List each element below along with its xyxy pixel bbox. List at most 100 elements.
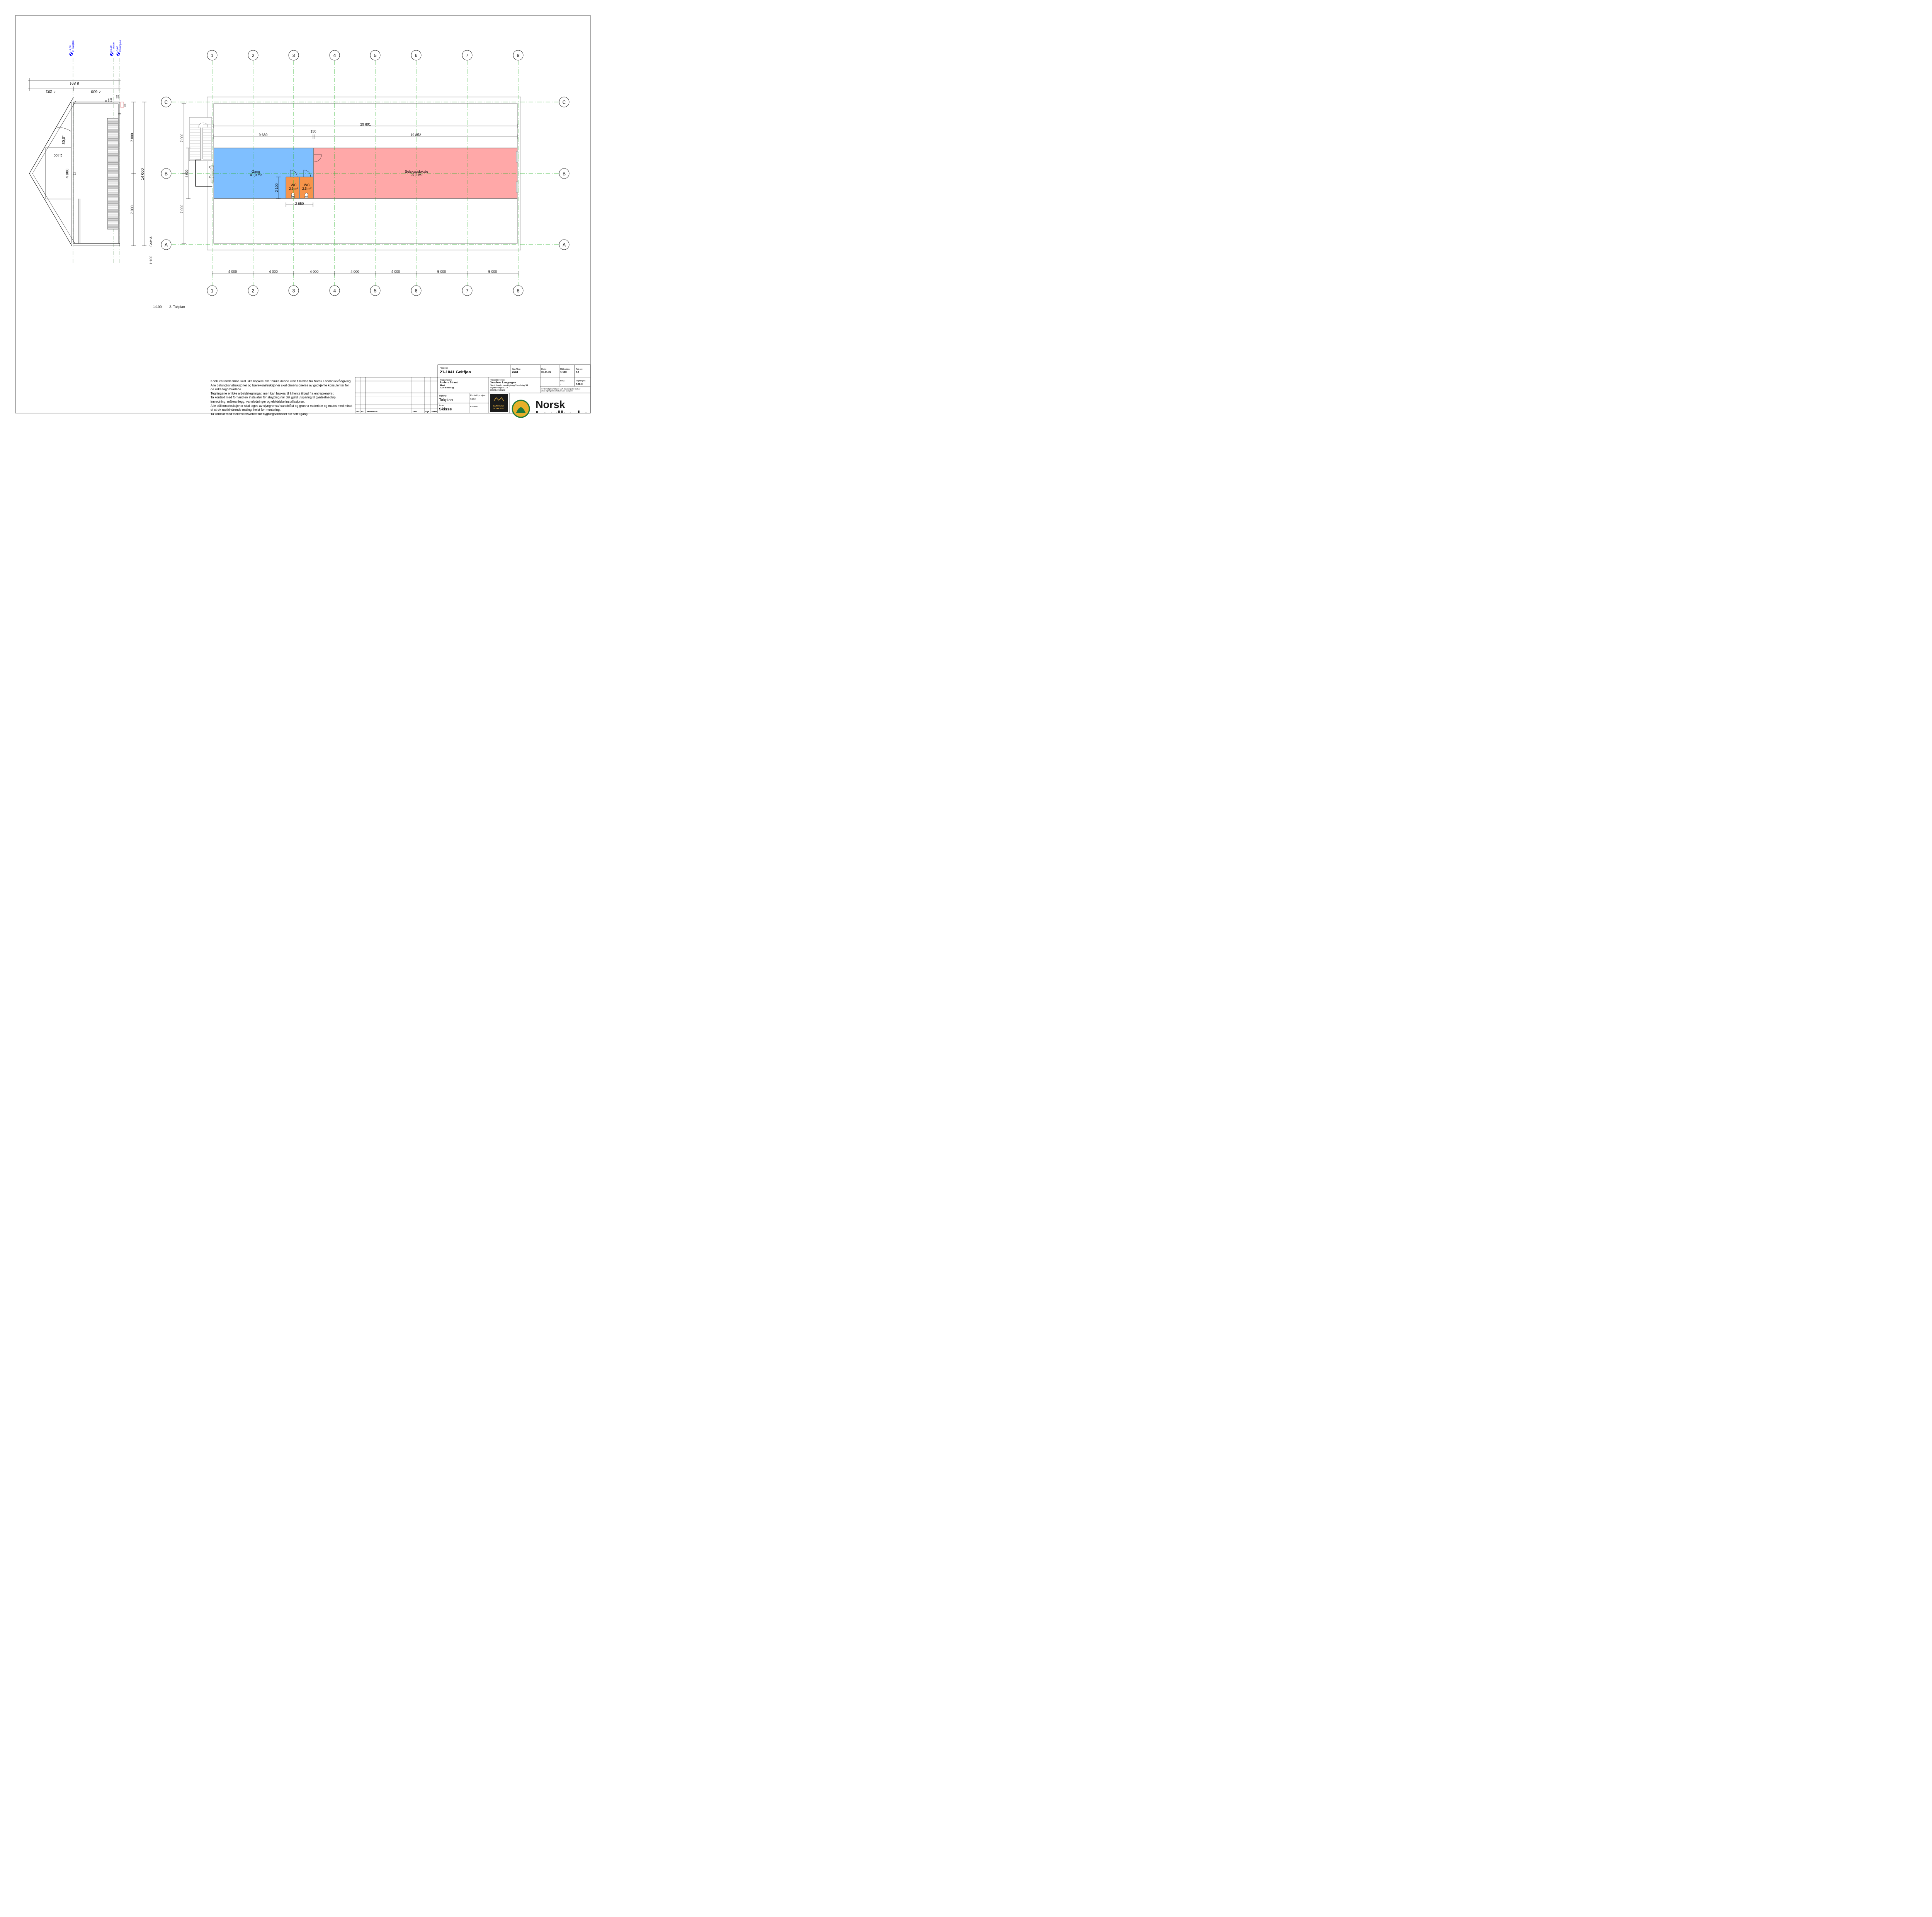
malestokk-label: Målestokk: <box>560 368 571 371</box>
grid-bubble <box>513 285 524 296</box>
gnr-value: 268/1 <box>512 371 519 374</box>
grid-spacing-label: 4 000 <box>228 270 237 274</box>
level-name: 2. Takplan <box>72 40 75 52</box>
room-area-selskapslokale: 97,3 m² <box>411 173 423 177</box>
grid-bubble <box>329 50 340 61</box>
note-line: Alle stålkonsrtruksjoner skal lages av s… <box>211 404 352 408</box>
small-dim: -0,85 <box>118 95 120 99</box>
prosjekt-label: Prosjekt: <box>440 367 448 369</box>
tegning-value: Takplan <box>439 398 453 402</box>
grid-bubble <box>161 168 172 179</box>
level-marker: +4,00 2. Takplan <box>69 40 75 56</box>
grid-column-label: 4 <box>333 288 336 294</box>
room-name-gang: Gang <box>252 170 260 173</box>
tegningnr-value: A20-3 <box>576 383 583 386</box>
grid-bubble <box>411 285 422 296</box>
grid-bubble <box>161 97 172 107</box>
general-notes: Konkurerrende firma skal ikke kopiere el… <box>211 379 355 416</box>
grid-bubble <box>411 50 422 61</box>
grid-column-label: 5 <box>374 53 377 58</box>
small-dim: 0,00 <box>110 98 112 102</box>
grid-column-label: 4 <box>333 53 336 58</box>
room-name-wc: WC <box>304 183 310 187</box>
grid-column-label: 3 <box>293 53 295 58</box>
grid-column-label: 8 <box>517 53 520 58</box>
dim-inner-height: 2 400 <box>54 153 63 157</box>
project-name: 21-1041 Geitfjøs <box>440 370 471 374</box>
grid-spacing-label: 4 000 <box>391 270 400 274</box>
grid-row-label: B <box>165 171 168 177</box>
small-dim: 150 <box>108 99 110 102</box>
grid-spacing-label: 4 000 <box>350 270 359 274</box>
roof-outline <box>29 97 74 246</box>
malestokk-value: 1:100 <box>560 371 567 374</box>
rev-label: Rev.: <box>560 380 565 382</box>
section-view: +4,00 2. Takplan ±0,00 1. etasje -0,60 G… <box>28 40 153 264</box>
plan-scale: 1:100 <box>153 305 162 309</box>
room-name-wc: WC <box>291 183 297 187</box>
badge-line2: GODKJENT <box>493 408 505 410</box>
grid-bubble <box>559 97 570 107</box>
grid-row-label: C <box>563 100 566 105</box>
dim-lower: 7 000 <box>130 206 134 214</box>
angle-arc <box>57 127 71 132</box>
copyright: disse tegningene er forbudt uten samtykk… <box>541 390 573 392</box>
grid-spacing-label: 5 000 <box>437 270 446 274</box>
section-scale: 1:100 <box>149 256 153 265</box>
grid-row-label: A <box>563 242 566 248</box>
level-marker: ±0,00 1. etasje <box>110 42 115 56</box>
tiltakshaver-addr: 7070 Bosberg <box>440 387 454 389</box>
window <box>516 151 519 163</box>
grid-column-label: 7 <box>466 53 469 58</box>
drawing-sheet: +4,00 2. Takplan ±0,00 1. etasje -0,60 G… <box>15 15 591 420</box>
grid-bubble <box>207 285 218 296</box>
plan-title: 2. Takplan <box>169 305 185 309</box>
rev-header: Rev <box>356 411 359 413</box>
dato-value: 06.01.22 <box>541 371 551 374</box>
ark-label: Ark-str: <box>576 368 583 371</box>
note-line: Ta kontakt med forhandler/ instalatør fø… <box>211 396 337 400</box>
note-line: et strøk rusthindrende maling, helst før… <box>211 408 281 412</box>
window <box>516 181 519 193</box>
small-dim: 600 <box>124 104 126 107</box>
note-line: Ta kontakt med elektrisitetsverket for b… <box>211 412 309 416</box>
dim-upper: 7 000 <box>130 133 134 142</box>
logo-text-landbruks: Landbruks <box>536 409 589 420</box>
dim-gap: 150 <box>310 129 316 133</box>
fase-value: Skisse <box>439 407 452 412</box>
dim-left-length: 9 689 <box>259 133 268 137</box>
prosjekterende-name: Jan Arve Langørgen <box>490 381 516 384</box>
dim-room-height: 4 900 <box>65 168 70 178</box>
grid-column-label: 3 <box>293 288 295 294</box>
sheet-border <box>15 15 591 413</box>
grid-column-label: 5 <box>374 288 377 294</box>
kontroll-label: Kontroll: <box>470 406 478 408</box>
copyright: © Alle rettigheter tilhører NLR, kopieri… <box>541 388 581 390</box>
level-name: Grunnplan <box>119 40 122 52</box>
dim-total-length: 29 691 <box>360 122 371 126</box>
dato-label: Dato: <box>541 368 547 371</box>
sentralt-godkjent-badge: SENTRALT GODKJENT <box>490 394 508 412</box>
stair <box>189 117 212 187</box>
dim-left-width: 4 291 <box>46 89 55 94</box>
grid-spacing-label: 4 000 <box>269 270 278 274</box>
revision-table: Rev Nr Beskrivelse Dato Sign Kontr <box>355 377 438 413</box>
level-value: -0,60 <box>116 46 119 52</box>
grid-column-label: 1 <box>211 53 214 58</box>
dim-wc-width: 2 650 <box>295 202 304 206</box>
grid-bubble <box>370 285 381 296</box>
note-line: innredning, måkeanlegg, vannledninger og… <box>211 400 305 403</box>
room-selskapslokale <box>314 148 517 199</box>
grid-bubble <box>288 285 299 296</box>
toilet-icon <box>291 192 308 198</box>
grid-bubble <box>370 50 381 61</box>
rev-header: Sign <box>425 411 429 413</box>
rev-value: - <box>560 383 561 386</box>
grid-bubble <box>288 50 299 61</box>
rev-header: Dato <box>413 411 417 413</box>
level-name: 1. etasje <box>112 42 115 52</box>
section-name: Snitt A <box>149 236 153 247</box>
room-area-gang: 41,9 m² <box>250 173 262 177</box>
dim-right-width: 4 600 <box>91 89 100 94</box>
